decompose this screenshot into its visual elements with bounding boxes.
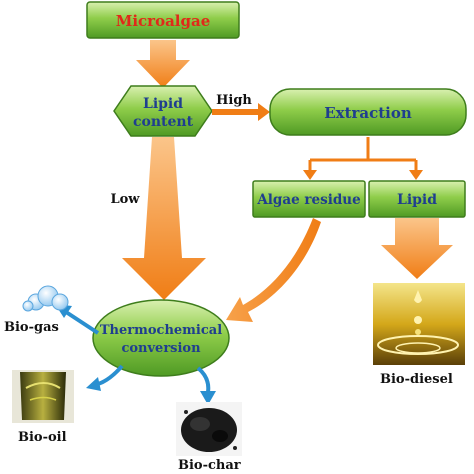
blue-output-arrows xyxy=(55,304,216,405)
arrow-to-biochar xyxy=(196,366,211,393)
arrow-to-biooil xyxy=(97,364,124,386)
arrow-microalgae-to-lipid xyxy=(136,40,190,88)
arrowhead-biochar xyxy=(200,391,216,405)
bio-oil-image xyxy=(12,370,74,423)
extraction-node: Extraction xyxy=(269,88,467,136)
microalgae-node: Microalgae xyxy=(86,1,240,39)
lipid-content-node: Lipid content xyxy=(113,85,213,137)
extraction-label: Extraction xyxy=(324,104,412,122)
bio-oil-label: Bio-oil xyxy=(18,430,67,445)
lipid-content-label-1: Lipid xyxy=(143,96,183,112)
extraction-split-connector xyxy=(308,137,418,172)
arrow-low xyxy=(122,137,206,300)
arrow-lipid-to-biodiesel xyxy=(381,218,453,279)
lipid-content-label-2: content xyxy=(133,114,194,130)
bio-diesel-image xyxy=(373,283,465,365)
arrowhead-biooil xyxy=(86,377,101,391)
high-label: High xyxy=(216,93,252,108)
split-arrowhead-right xyxy=(409,170,423,180)
algae-residue-node: Algae residue xyxy=(252,180,366,218)
thermochemical-node: Thermochemical conversion xyxy=(92,299,230,377)
thermo-label-1: Thermochemical xyxy=(100,323,222,338)
bio-char-image xyxy=(176,402,242,456)
arrow-residue-to-thermo xyxy=(226,218,321,322)
arrow-high xyxy=(212,103,270,121)
microalgae-label: Microalgae xyxy=(116,12,211,30)
lipid-node: Lipid xyxy=(368,180,466,218)
arrow-to-biogas xyxy=(64,310,100,335)
thermo-label-2: conversion xyxy=(121,341,201,356)
bio-gas-label: Bio-gas xyxy=(4,320,59,335)
low-label: Low xyxy=(110,192,140,207)
lipid-label: Lipid xyxy=(397,192,437,208)
bio-char-label: Bio-char xyxy=(178,458,241,473)
cloud-icon xyxy=(22,285,69,312)
split-arrowhead-left xyxy=(303,170,317,180)
algae-residue-label: Algae residue xyxy=(256,192,360,208)
bio-diesel-label: Bio-diesel xyxy=(380,372,453,387)
